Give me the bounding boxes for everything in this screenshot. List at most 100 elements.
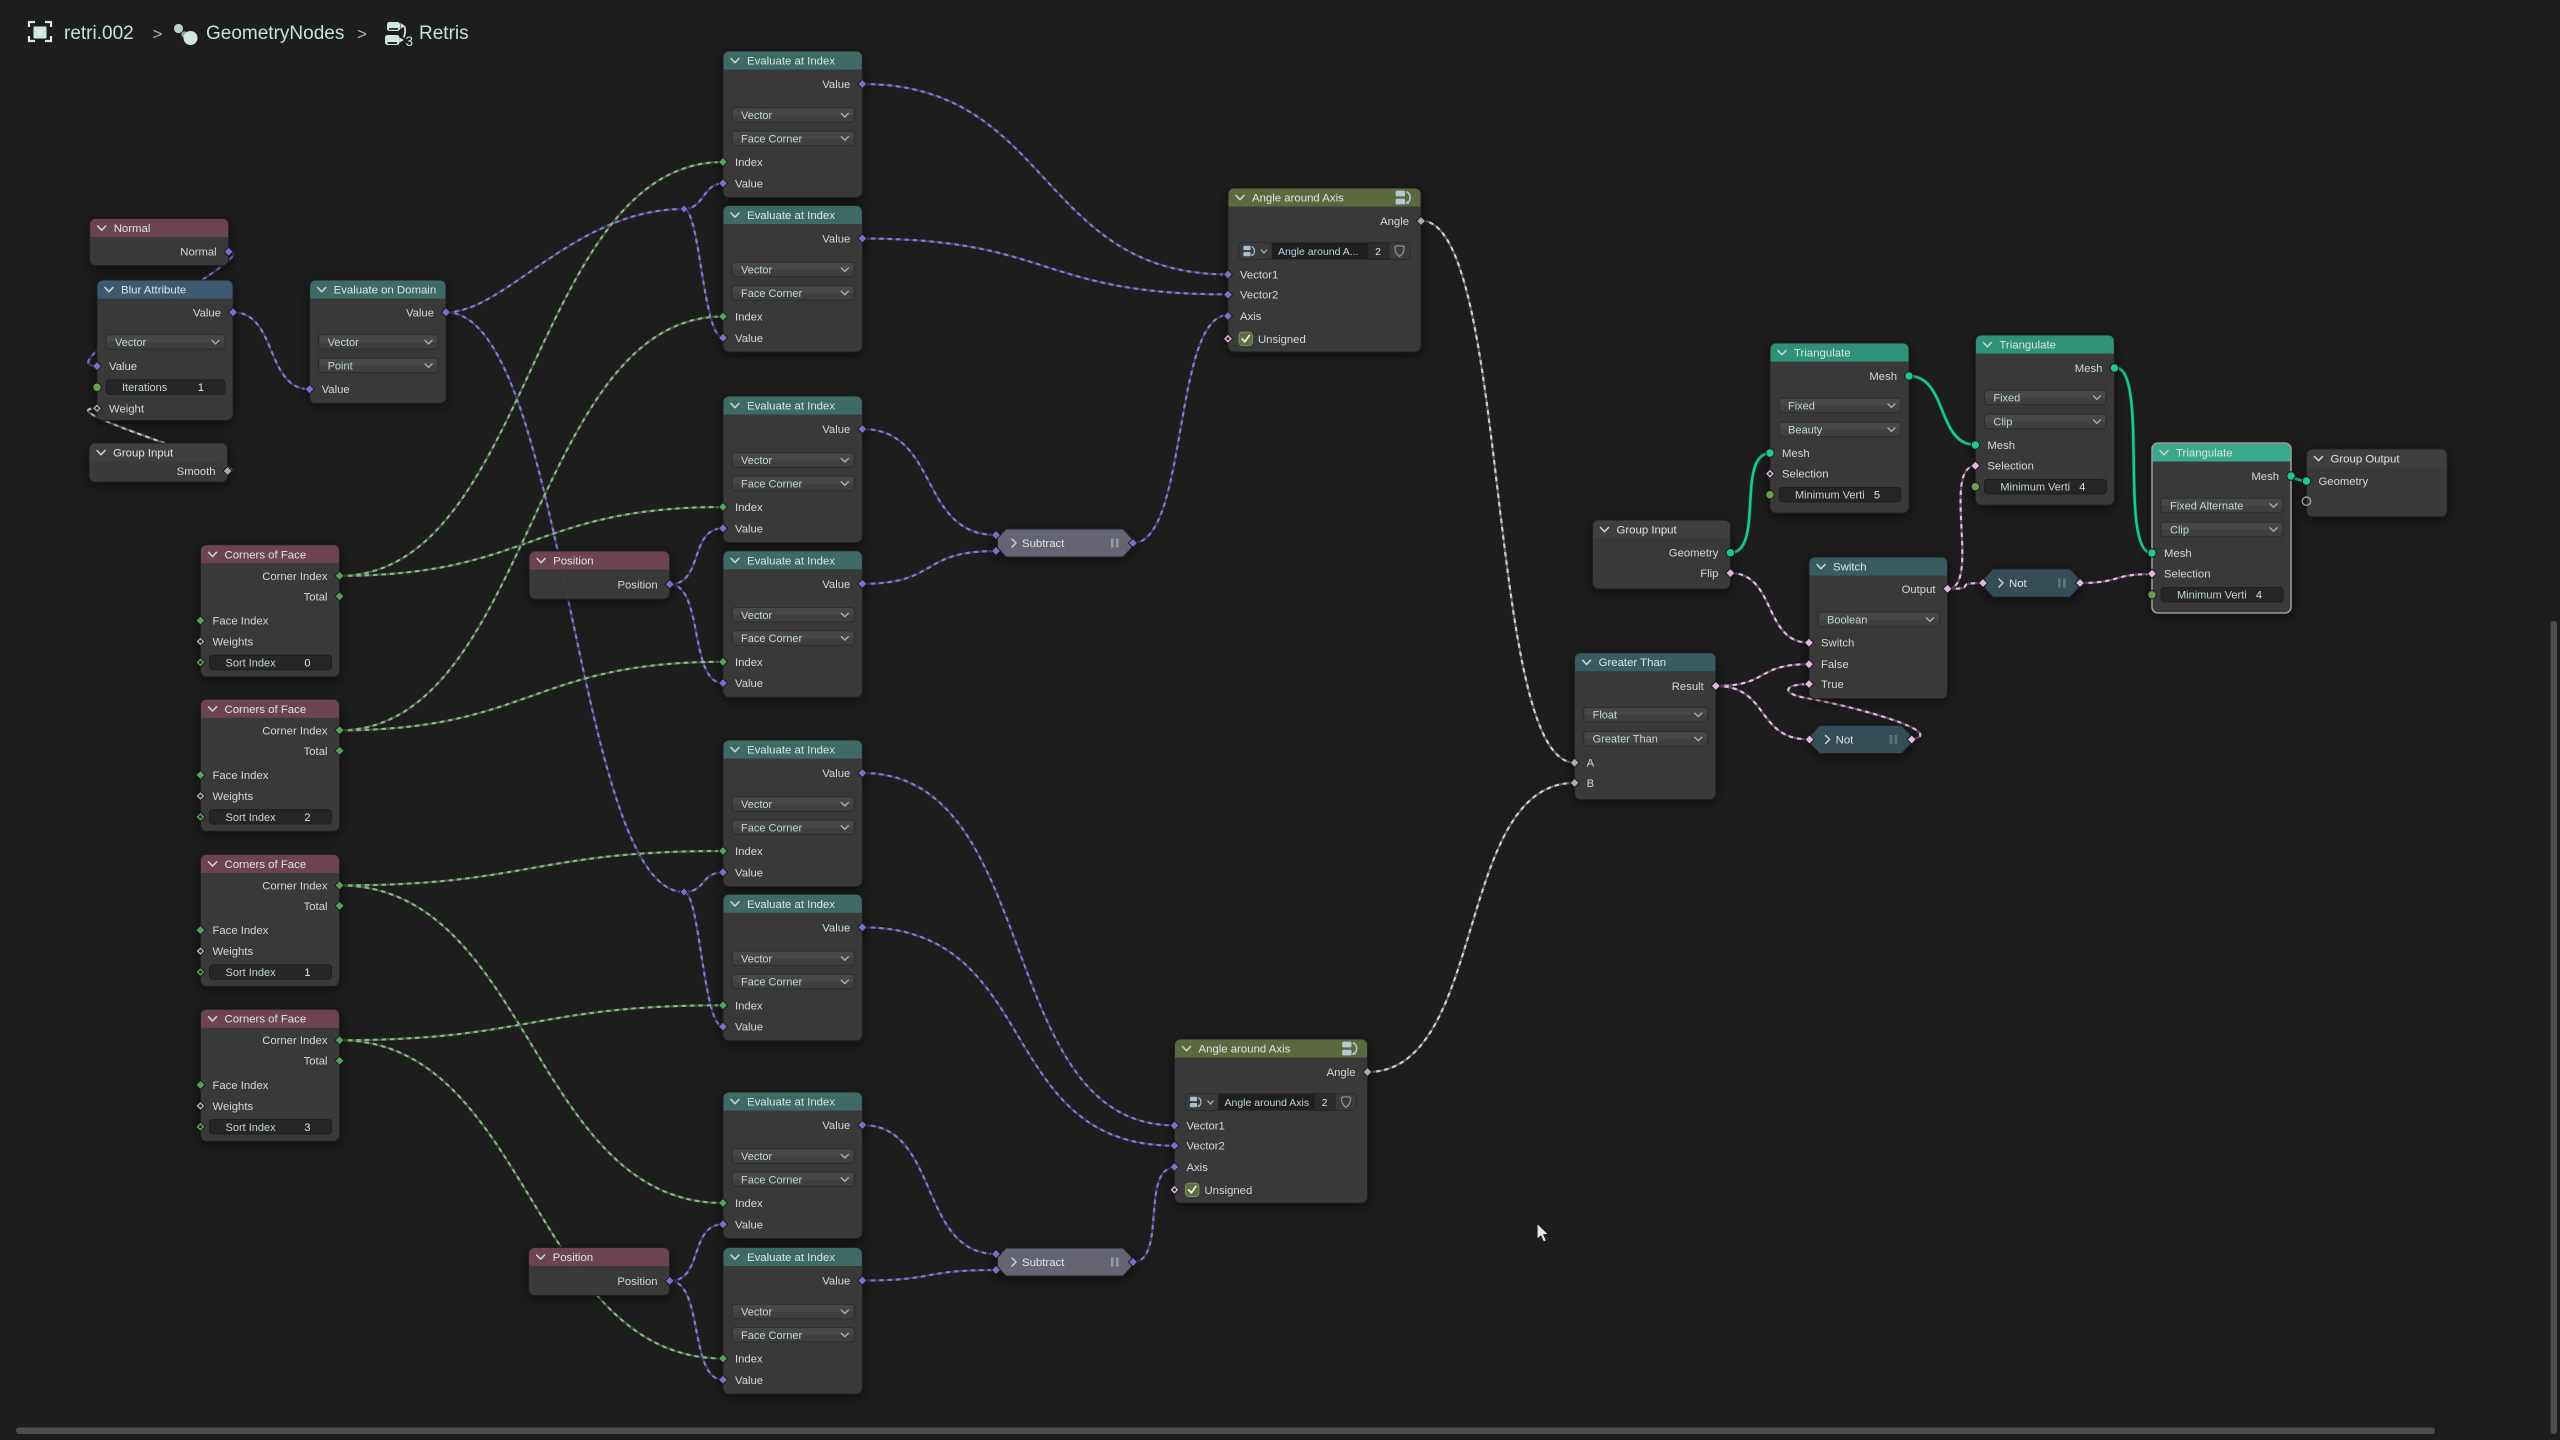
svg-text:Selection: Selection bbox=[2164, 569, 2210, 581]
svg-text:3: 3 bbox=[406, 34, 414, 49]
svg-text:Evaluate at Index: Evaluate at Index bbox=[747, 899, 835, 911]
svg-text:Index: Index bbox=[735, 1198, 763, 1210]
svg-text:Not: Not bbox=[1836, 735, 1855, 747]
svg-text:Evaluate at Index: Evaluate at Index bbox=[747, 1097, 835, 1109]
svg-text:Weights: Weights bbox=[213, 791, 254, 803]
svg-text:Float: Float bbox=[1593, 710, 1617, 722]
svg-text:Smooth: Smooth bbox=[177, 466, 216, 478]
svg-text:Axis: Axis bbox=[1240, 311, 1262, 323]
svg-text:Clip: Clip bbox=[2170, 524, 2189, 536]
svg-text:Angle around A...: Angle around A... bbox=[1278, 246, 1359, 258]
svg-text:Value: Value bbox=[735, 523, 763, 535]
svg-text:Face Index: Face Index bbox=[213, 770, 269, 782]
svg-text:4: 4 bbox=[2256, 590, 2262, 602]
svg-text:2: 2 bbox=[1322, 1097, 1328, 1109]
svg-text:Evaluate at Index: Evaluate at Index bbox=[747, 210, 835, 222]
svg-text:Vector: Vector bbox=[741, 610, 773, 622]
svg-text:Evaluate at Index: Evaluate at Index bbox=[747, 555, 835, 567]
svg-text:Corners of Face: Corners of Face bbox=[225, 859, 307, 871]
svg-text:Total: Total bbox=[304, 746, 328, 758]
svg-text:Vector: Vector bbox=[741, 110, 773, 122]
svg-text:Face Index: Face Index bbox=[213, 616, 269, 628]
svg-text:Value: Value bbox=[193, 307, 221, 319]
svg-text:Mesh: Mesh bbox=[2164, 548, 2192, 560]
svg-text:Value: Value bbox=[735, 333, 763, 345]
svg-text:Selection: Selection bbox=[1782, 469, 1828, 481]
svg-text:Index: Index bbox=[735, 1000, 763, 1012]
svg-text:Value: Value bbox=[822, 579, 850, 591]
svg-text:Index: Index bbox=[735, 157, 763, 169]
svg-text:Group Input: Group Input bbox=[113, 448, 174, 460]
svg-text:Angle: Angle bbox=[1327, 1067, 1356, 1079]
svg-text:Vector: Vector bbox=[741, 265, 773, 277]
svg-text:Triangulate: Triangulate bbox=[1999, 340, 2056, 352]
svg-text:Index: Index bbox=[735, 1354, 763, 1366]
svg-text:Value: Value bbox=[822, 768, 850, 780]
svg-text:Mesh: Mesh bbox=[1782, 448, 1810, 460]
svg-text:Value: Value bbox=[735, 678, 763, 690]
svg-text:Greater Than: Greater Than bbox=[1599, 657, 1667, 669]
svg-text:Mesh: Mesh bbox=[1869, 371, 1897, 383]
svg-text:Sort Index: Sort Index bbox=[226, 657, 277, 669]
svg-text:Value: Value bbox=[822, 922, 850, 934]
svg-text:Value: Value bbox=[735, 1219, 763, 1231]
svg-text:Weights: Weights bbox=[213, 1101, 254, 1113]
svg-text:Vector: Vector bbox=[115, 337, 147, 349]
svg-text:Total: Total bbox=[304, 901, 328, 913]
svg-text:Position: Position bbox=[553, 556, 594, 568]
svg-text:Fixed Alternate: Fixed Alternate bbox=[2170, 500, 2243, 512]
svg-text:Geometry: Geometry bbox=[2319, 476, 2369, 488]
svg-text:Triangulate: Triangulate bbox=[1794, 348, 1851, 360]
svg-text:Face Corner: Face Corner bbox=[741, 1174, 802, 1186]
svg-text:Vector1: Vector1 bbox=[1187, 1121, 1225, 1133]
svg-text:0: 0 bbox=[304, 657, 310, 669]
svg-text:Angle: Angle bbox=[1380, 216, 1409, 228]
svg-text:Index: Index bbox=[735, 312, 763, 324]
svg-text:Corners of Face: Corners of Face bbox=[225, 704, 307, 716]
svg-text:Evaluate on Domain: Evaluate on Domain bbox=[334, 285, 437, 297]
svg-text:Switch: Switch bbox=[1821, 638, 1854, 650]
svg-text:Subtract: Subtract bbox=[1022, 538, 1065, 550]
svg-text:Minimum Verti: Minimum Verti bbox=[2000, 482, 2070, 494]
svg-text:>: > bbox=[357, 25, 367, 44]
svg-text:Point: Point bbox=[328, 360, 353, 372]
svg-text:Unsigned: Unsigned bbox=[1205, 1185, 1253, 1197]
svg-text:Value: Value bbox=[822, 79, 850, 91]
svg-text:Weights: Weights bbox=[213, 946, 254, 958]
svg-text:Mesh: Mesh bbox=[1987, 440, 2015, 452]
svg-text:Geometry: Geometry bbox=[1669, 548, 1719, 560]
svg-text:Total: Total bbox=[304, 591, 328, 603]
svg-text:Corner Index: Corner Index bbox=[262, 571, 328, 583]
svg-text:Value: Value bbox=[822, 1120, 850, 1132]
svg-text:Vector: Vector bbox=[328, 337, 360, 349]
svg-text:Position: Position bbox=[617, 579, 657, 591]
svg-text:Value: Value bbox=[735, 1375, 763, 1387]
svg-text:5: 5 bbox=[1874, 490, 1880, 502]
svg-text:Corner Index: Corner Index bbox=[262, 725, 328, 737]
svg-text:Vector: Vector bbox=[741, 1307, 773, 1319]
svg-text:Minimum Verti: Minimum Verti bbox=[2177, 590, 2247, 602]
svg-text:Fixed: Fixed bbox=[1993, 392, 2020, 404]
svg-text:Evaluate at Index: Evaluate at Index bbox=[747, 745, 835, 757]
svg-text:Normal: Normal bbox=[114, 223, 151, 235]
svg-text:Position: Position bbox=[617, 1276, 657, 1288]
svg-text:False: False bbox=[1821, 659, 1849, 671]
svg-text:1: 1 bbox=[198, 382, 204, 394]
svg-text:Vector: Vector bbox=[741, 1151, 773, 1163]
svg-text:Group Output: Group Output bbox=[2331, 454, 2401, 466]
svg-text:Mesh: Mesh bbox=[2075, 363, 2103, 375]
svg-text:Index: Index bbox=[735, 846, 763, 858]
svg-text:Corner Index: Corner Index bbox=[262, 1035, 328, 1047]
svg-text:Vector2: Vector2 bbox=[1187, 1141, 1225, 1153]
svg-text:Sort Index: Sort Index bbox=[226, 967, 277, 979]
svg-text:Value: Value bbox=[822, 234, 850, 246]
svg-text:Sort Index: Sort Index bbox=[226, 812, 277, 824]
svg-text:B: B bbox=[1587, 778, 1595, 790]
svg-text:Face Corner: Face Corner bbox=[741, 133, 802, 145]
svg-text:Blur Attribute: Blur Attribute bbox=[121, 285, 186, 297]
svg-text:Group Input: Group Input bbox=[1617, 525, 1678, 537]
svg-text:Face Index: Face Index bbox=[213, 1080, 269, 1092]
svg-text:Not: Not bbox=[2009, 578, 2028, 590]
svg-text:GeometryNodes: GeometryNodes bbox=[206, 23, 344, 44]
svg-text:Mesh: Mesh bbox=[2251, 471, 2279, 483]
